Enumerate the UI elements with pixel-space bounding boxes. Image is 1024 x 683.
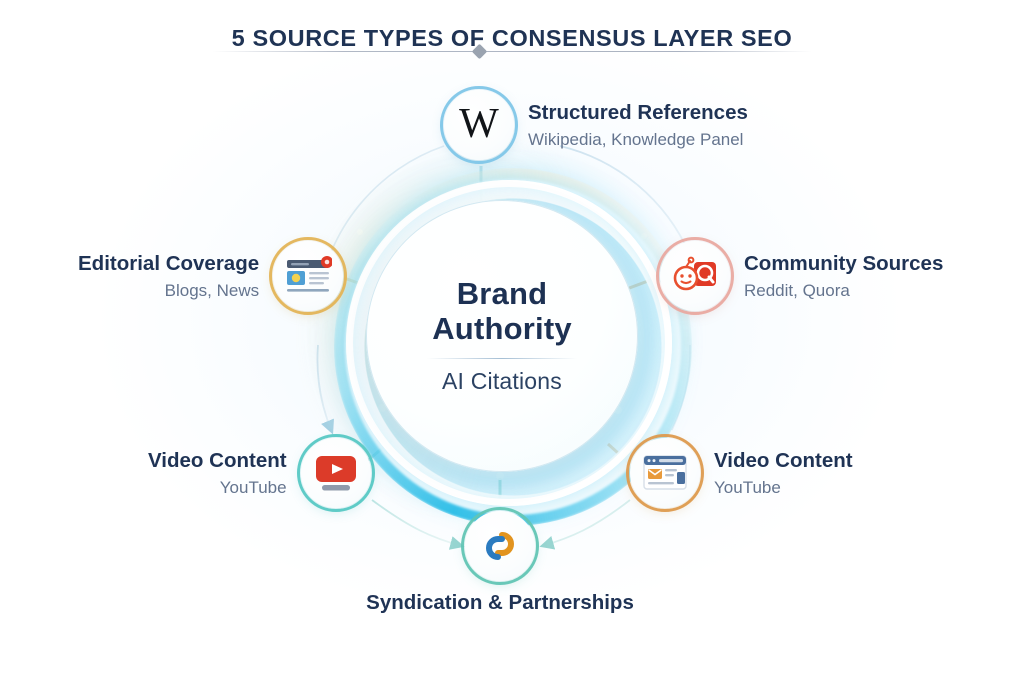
hub-ring-inner (346, 180, 672, 506)
hub-title-line2: Authority (432, 311, 572, 346)
page-title: 5 SOURCE TYPES OF CONSENSUS LAYER SEO (231, 25, 793, 51)
node-syndication-partnerships[interactable]: Syndication & Partnerships (366, 507, 634, 616)
node-subtitle: YouTube (219, 477, 287, 497)
node-title: Video Content (148, 448, 287, 472)
hub-title: Brand Authority (432, 276, 572, 346)
hub-divider (427, 357, 577, 359)
node-labels: Editorial Coverage Blogs, News (78, 251, 259, 302)
node-video-content-right[interactable]: Video Content YouTube (626, 434, 853, 512)
title-block: 5 SOURCE TYPES OF CONSENSUS LAYER SEO (0, 25, 1024, 52)
node-title: Editorial Coverage (78, 251, 260, 275)
node-title: Structured References (528, 100, 748, 124)
youtube-play-icon (296, 434, 375, 512)
node-labels: Structured References Wikipedia, Knowled… (528, 100, 748, 151)
hub-subtitle: AI Citations (441, 367, 562, 394)
node-title: Video Content (714, 448, 853, 472)
node-labels: Syndication & Partnerships (366, 590, 634, 616)
node-subtitle: Reddit, Quora (744, 280, 850, 300)
node-subtitle: Wikipedia, Knowledge Panel (528, 129, 744, 149)
node-editorial-coverage[interactable]: Editorial Coverage Blogs, News (78, 237, 348, 315)
node-structured-references[interactable]: W Structured References Wikipedia, Knowl… (440, 86, 748, 164)
node-subtitle: YouTube (714, 477, 781, 497)
node-subtitle: Blogs, News (164, 280, 260, 300)
hub-brand-authority: Brand Authority AI Citations (310, 144, 694, 528)
node-video-content-left[interactable]: Video Content YouTube (148, 434, 375, 512)
reddit-quora-icon (656, 237, 734, 315)
node-title: Syndication & Partnerships (366, 591, 634, 614)
node-community-sources[interactable]: Community Sources Reddit, Quora (656, 237, 943, 315)
hub-title-line1: Brand (456, 276, 548, 312)
node-labels: Community Sources Reddit, Quora (744, 251, 943, 302)
chain-link-icon (461, 507, 539, 585)
node-labels: Video Content YouTube (714, 448, 853, 499)
wikipedia-w-icon: W (440, 86, 518, 164)
node-labels: Video Content YouTube (148, 448, 287, 499)
newsletter-window-icon (626, 434, 704, 512)
article-card-icon (269, 237, 348, 315)
node-title: Community Sources (744, 251, 944, 275)
title-divider (212, 51, 812, 52)
hub-core: Brand Authority AI Citations (366, 200, 638, 472)
